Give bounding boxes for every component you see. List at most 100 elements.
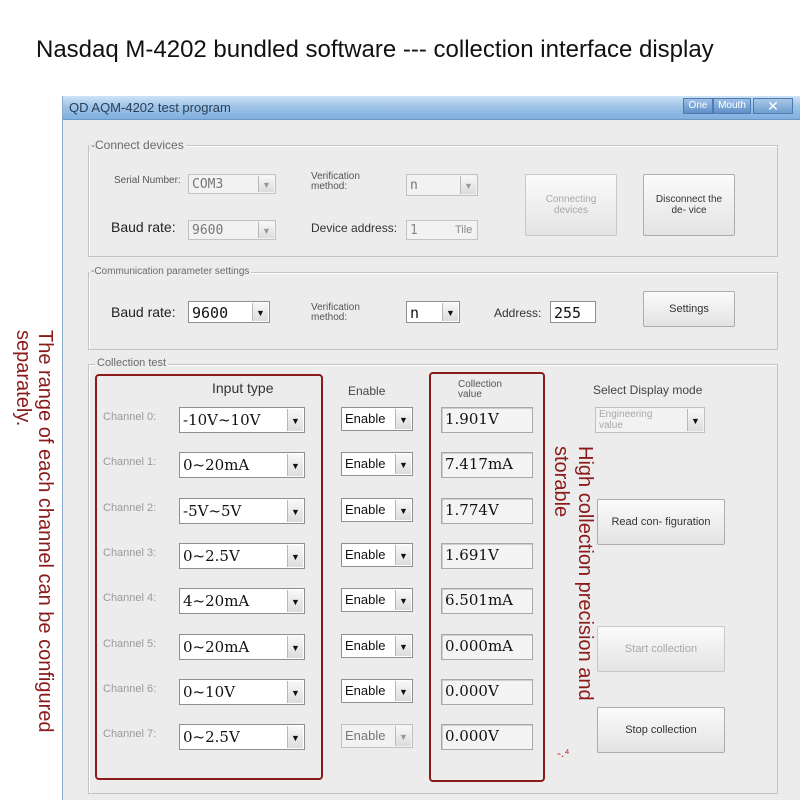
channel-value-text: 7.417mA <box>445 455 513 474</box>
left-annotation: The range of each channel can be configu… <box>12 330 56 733</box>
comm-address-label: Address: <box>494 306 542 320</box>
channel-label: Channel 5: <box>103 637 157 650</box>
channel-enable-select[interactable]: Enable ▼ <box>341 588 413 613</box>
display-mode-label: Select Display mode <box>593 383 703 397</box>
chevron-down-icon: ▼ <box>287 544 303 567</box>
collection-value-header-1: Collection <box>458 379 502 390</box>
channel-enable-value: Enable <box>345 411 386 426</box>
chevron-down-icon: ▼ <box>395 409 411 429</box>
comm-verification-select[interactable]: n ▼ <box>406 301 460 323</box>
channel-label: Channel 4: <box>103 592 157 605</box>
device-address-input[interactable]: 1 Tile <box>406 220 478 240</box>
disconnect-device-button[interactable]: Disconnect the de- vice <box>643 174 735 236</box>
channel-label: Channel 3: <box>103 546 157 559</box>
chevron-down-icon: ▼ <box>395 499 411 520</box>
channel-range-select[interactable]: 4~20mA▼ <box>179 588 305 615</box>
channel-range-select[interactable]: 0~20mA ▼ <box>179 452 305 479</box>
channel-enable-select[interactable]: Enable ▼ <box>341 497 413 522</box>
channel-label: Channel 7: <box>103 728 157 741</box>
app-window: QD AQM-4202 test program One Mouth ✕ -Co… <box>62 96 800 800</box>
comm-settings-group: -Communication parameter settings Baud r… <box>88 266 778 350</box>
chevron-down-icon: ▼ <box>395 590 411 611</box>
channel-enable-value: Enable <box>345 501 386 517</box>
channel-range-select[interactable]: 0~2.5V ▼ <box>179 542 305 569</box>
chevron-down-icon: ▼ <box>395 726 411 747</box>
chevron-down-icon: ▼ <box>460 176 476 194</box>
channel-value-text: 1.691V <box>445 545 499 564</box>
comm-settings-title: -Communication parameter settings <box>89 266 252 277</box>
channel-value-text: 0.000V <box>445 681 499 700</box>
chevron-down-icon: ▼ <box>287 454 303 477</box>
channel-range-select[interactable]: 0~2.5V▼ <box>179 724 305 751</box>
channel-enable-select[interactable]: Enable▼ <box>341 724 413 749</box>
read-configuration-button[interactable]: Read con- figuration <box>597 499 725 545</box>
comm-verification-label-1: Verification <box>311 302 360 313</box>
collection-value-highlight <box>429 372 545 782</box>
channel-value-text: 0.000mA <box>445 636 513 655</box>
channel-collection-value: 1.691V <box>441 542 533 569</box>
title-bar[interactable]: QD AQM-4202 test program One Mouth ✕ <box>63 96 800 120</box>
channel-collection-value: 0.000V <box>441 678 533 705</box>
channel-value-text: 1.901V <box>445 410 499 428</box>
comm-baud-rate-select[interactable]: 9600 ▼ <box>188 301 270 323</box>
channel-label: Channel 1: <box>103 456 157 469</box>
channel-enable-select[interactable]: Enable▼ <box>341 542 413 567</box>
channel-label: Channel 2: <box>103 501 157 514</box>
channel-collection-value: 1.774V <box>441 497 533 524</box>
channel-enable-value: Enable <box>345 682 386 698</box>
channel-value-text: 1.774V <box>445 500 499 519</box>
channel-enable-select[interactable]: Enable ▼ <box>341 407 413 431</box>
channel-collection-value: 1.901V <box>441 407 533 433</box>
chevron-down-icon: ▼ <box>395 544 411 565</box>
verification-method-select[interactable]: n ▼ <box>406 174 478 196</box>
maximize-button[interactable]: Mouth <box>713 98 751 114</box>
channel-enable-select[interactable]: Enable ▼ <box>341 678 413 703</box>
channel-enable-select[interactable]: Enable ▼ <box>341 633 413 658</box>
chevron-down-icon: ▼ <box>442 303 458 321</box>
page-heading: Nasdaq M-4202 bundled software --- colle… <box>36 36 714 63</box>
close-icon[interactable]: ✕ <box>753 98 793 114</box>
channel-label: Channel 0: <box>103 411 157 423</box>
channel-range-select[interactable]: 0~20mA▼ <box>179 633 305 660</box>
display-mode-select[interactable]: Engineering value ▼ <box>595 407 705 433</box>
collection-test-group: Collection test <box>88 357 778 794</box>
comm-address-input[interactable]: 255 <box>550 301 596 323</box>
channel-range-value: -5V~5V <box>183 501 242 520</box>
serial-number-select[interactable]: COM3 ▼ <box>188 174 276 194</box>
connect-devices-button[interactable]: Connecting devices <box>525 174 617 236</box>
settings-button[interactable]: Settings <box>643 291 735 327</box>
device-address-label: Device address: <box>311 221 398 235</box>
channel-range-value: 0~2.5V <box>183 546 240 565</box>
start-collection-button[interactable]: Start collection <box>597 626 725 672</box>
channel-collection-value: 6.501mA <box>441 588 533 615</box>
input-type-highlight <box>95 374 323 780</box>
channel-range-value: 0~20mA <box>183 637 250 656</box>
baud-rate-label: Baud rate: <box>111 219 176 235</box>
stop-collection-button[interactable]: Stop collection <box>597 707 725 753</box>
channel-range-value: 0~2.5V <box>183 728 240 747</box>
channel-enable-value: Enable <box>345 592 386 608</box>
minimize-button[interactable]: One <box>683 98 713 114</box>
chevron-down-icon: ▼ <box>287 499 303 522</box>
serial-number-label: Serial Number: <box>114 175 181 186</box>
verification-label-1: Verification <box>311 171 360 182</box>
window-title: QD AQM-4202 test program <box>69 100 231 115</box>
chevron-down-icon: ▼ <box>395 635 411 656</box>
channel-value-text: 0.000V <box>445 727 499 746</box>
chevron-down-icon: ▼ <box>395 680 411 701</box>
channel-range-value: 0~10V <box>183 682 236 701</box>
chevron-down-icon: ▼ <box>252 303 268 321</box>
channel-range-select[interactable]: -10V~10V▼ <box>179 407 305 433</box>
right-annotation-line1: High collection precision and <box>574 446 596 701</box>
channel-label: Channel 6: <box>103 682 157 695</box>
channel-enable-select[interactable]: Enable▼ <box>341 452 413 477</box>
channel-range-select[interactable]: 0~10V▼ <box>179 678 305 705</box>
channel-range-value: 0~20mA <box>183 456 250 475</box>
baud-rate-select[interactable]: 9600 ▼ <box>188 220 276 240</box>
channel-value-text: 6.501mA <box>445 591 513 610</box>
channel-collection-value: 0.000mA <box>441 633 533 660</box>
channel-range-select[interactable]: -5V~5V ▼ <box>179 497 305 524</box>
enable-header: Enable <box>348 384 386 398</box>
channel-enable-value: Enable <box>345 637 386 653</box>
right-annotation-line2: storable <box>550 446 572 518</box>
